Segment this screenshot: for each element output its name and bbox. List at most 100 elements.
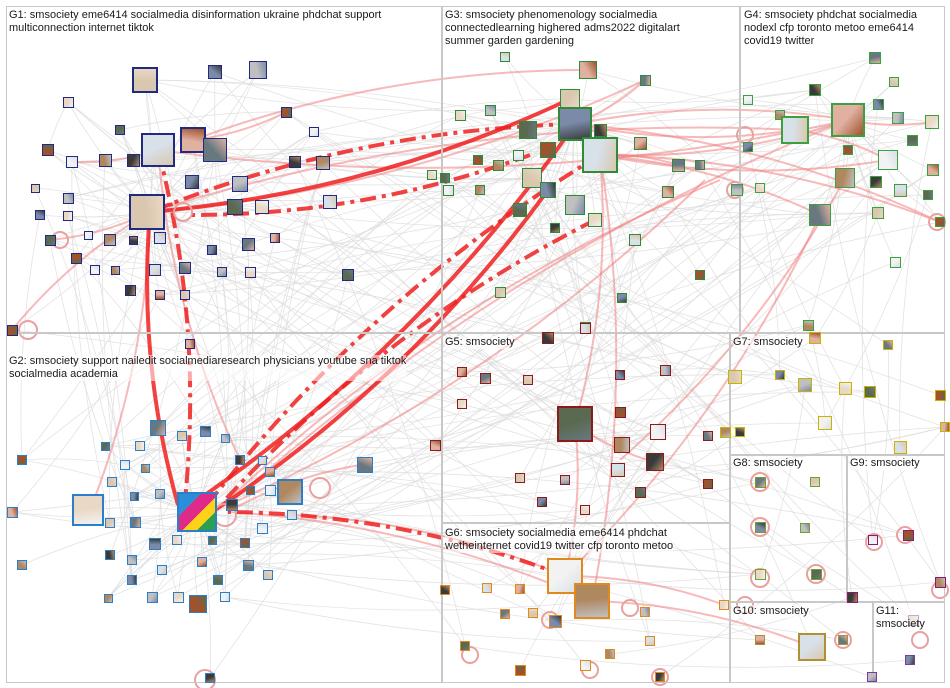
node-avatar[interactable] <box>650 424 666 440</box>
node-avatar[interactable] <box>457 399 467 409</box>
node-avatar[interactable] <box>889 256 901 268</box>
node-avatar[interactable] <box>659 364 671 376</box>
node-avatar[interactable] <box>754 568 766 580</box>
node-avatar[interactable] <box>634 486 646 498</box>
node-avatar[interactable] <box>893 440 907 454</box>
node-avatar[interactable] <box>90 265 100 275</box>
node-avatar[interactable] <box>141 133 175 167</box>
node-avatar[interactable] <box>523 375 533 385</box>
node-avatar[interactable] <box>115 125 125 135</box>
node-avatar[interactable] <box>755 183 765 193</box>
node-avatar[interactable] <box>934 576 946 588</box>
node-avatar[interactable] <box>719 426 731 438</box>
node-avatar[interactable] <box>515 473 525 483</box>
node-avatar[interactable] <box>671 158 685 172</box>
node-avatar[interactable] <box>189 595 207 613</box>
node-avatar[interactable] <box>289 156 301 168</box>
node-avatar[interactable] <box>484 104 496 116</box>
node-avatar[interactable] <box>528 608 538 618</box>
node-avatar[interactable] <box>177 431 187 441</box>
node-avatar[interactable] <box>838 635 848 645</box>
node-avatar[interactable] <box>17 560 27 570</box>
node-avatar[interactable] <box>232 176 248 192</box>
node-avatar[interactable] <box>892 112 904 124</box>
node-avatar[interactable] <box>132 67 158 93</box>
node-avatar[interactable] <box>249 61 267 79</box>
node-avatar[interactable] <box>519 121 537 139</box>
node-avatar[interactable] <box>580 505 590 515</box>
node-avatar[interactable] <box>579 659 591 671</box>
node-avatar[interactable] <box>864 386 876 398</box>
node-avatar[interactable] <box>44 234 56 246</box>
node-avatar[interactable] <box>155 290 165 300</box>
node-avatar[interactable] <box>540 142 556 158</box>
node-avatar[interactable] <box>878 150 898 170</box>
node-avatar[interactable] <box>809 84 821 96</box>
node-avatar[interactable] <box>754 521 766 533</box>
node-avatar[interactable] <box>475 185 485 195</box>
node-avatar[interactable] <box>925 115 939 129</box>
node-avatar[interactable] <box>146 591 158 603</box>
node-avatar[interactable] <box>550 223 560 233</box>
node-avatar[interactable] <box>277 479 303 505</box>
node-avatar[interactable] <box>124 284 136 296</box>
node-avatar[interactable] <box>831 103 865 137</box>
node-avatar[interactable] <box>457 367 467 377</box>
node-avatar[interactable] <box>893 183 907 197</box>
node-avatar[interactable] <box>199 425 211 437</box>
node-avatar[interactable] <box>870 176 882 188</box>
node-avatar[interactable] <box>244 266 256 278</box>
node-avatar[interactable] <box>185 339 195 349</box>
node-avatar[interactable] <box>579 61 597 79</box>
node-avatar[interactable] <box>818 416 832 430</box>
node-avatar[interactable] <box>798 378 812 392</box>
node-avatar[interactable] <box>934 389 946 401</box>
node-avatar[interactable] <box>522 168 542 188</box>
node-avatar[interactable] <box>927 164 939 176</box>
node-avatar[interactable] <box>241 237 255 251</box>
node-avatar[interactable] <box>135 441 145 451</box>
node-avatar[interactable] <box>140 463 150 473</box>
node-avatar[interactable] <box>735 427 745 437</box>
node-avatar[interactable] <box>800 523 810 533</box>
node-avatar[interactable] <box>810 568 822 580</box>
node-avatar[interactable] <box>867 672 877 682</box>
node-avatar[interactable] <box>614 437 630 453</box>
node-avatar[interactable] <box>809 332 821 344</box>
node-avatar[interactable] <box>63 211 73 221</box>
node-avatar[interactable] <box>197 557 207 567</box>
node-avatar[interactable] <box>703 479 713 489</box>
node-avatar[interactable] <box>731 184 743 196</box>
node-avatar[interactable] <box>42 144 54 156</box>
node-avatar[interactable] <box>500 52 510 62</box>
node-avatar[interactable] <box>440 585 450 595</box>
node-avatar[interactable] <box>482 583 492 593</box>
node-avatar[interactable] <box>940 422 950 432</box>
node-avatar[interactable] <box>155 489 165 499</box>
node-avatar[interactable] <box>179 262 191 274</box>
node-avatar[interactable] <box>798 633 826 661</box>
node-avatar[interactable] <box>105 550 115 560</box>
node-avatar[interactable] <box>126 153 140 167</box>
node-avatar[interactable] <box>30 183 40 193</box>
node-avatar[interactable] <box>172 535 182 545</box>
node-avatar[interactable] <box>582 137 618 173</box>
node-avatar[interactable] <box>129 516 141 528</box>
node-avatar[interactable] <box>743 95 753 105</box>
node-avatar[interactable] <box>62 96 74 108</box>
node-avatar[interactable] <box>719 600 729 610</box>
node-avatar[interactable] <box>442 184 454 196</box>
node-avatar[interactable] <box>695 270 705 280</box>
node-avatar[interactable] <box>62 192 74 204</box>
node-avatar[interactable] <box>255 200 269 214</box>
node-avatar[interactable] <box>515 584 525 594</box>
node-avatar[interactable] <box>703 431 713 441</box>
node-avatar[interactable] <box>883 340 893 350</box>
node-avatar[interactable] <box>105 518 115 528</box>
node-avatar[interactable] <box>640 607 650 617</box>
node-avatar[interactable] <box>207 245 217 255</box>
node-avatar[interactable] <box>655 672 665 682</box>
node-avatar[interactable] <box>639 74 651 86</box>
node-avatar[interactable] <box>107 477 117 487</box>
node-avatar[interactable] <box>574 583 610 619</box>
